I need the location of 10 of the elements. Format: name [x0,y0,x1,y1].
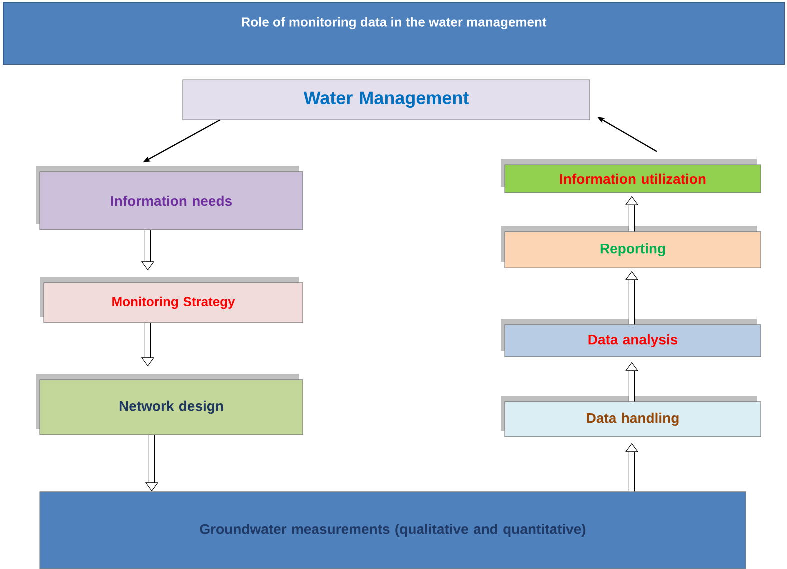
process-box: Groundwater measurements (qualitative and quantitative) [40,492,746,569]
process-box: Reporting [501,226,762,268]
process-box: Data handling [501,396,762,438]
process-box: Information utilization [501,159,762,194]
process-box: Network design [36,374,304,436]
title-band: Role of monitoring data in the water management [3,2,785,65]
process-box: Monitoring Strategy [40,276,304,324]
process-box: Information needs [36,166,304,230]
process-box: Data analysis [501,318,762,358]
process-box: Water Management [182,80,590,120]
